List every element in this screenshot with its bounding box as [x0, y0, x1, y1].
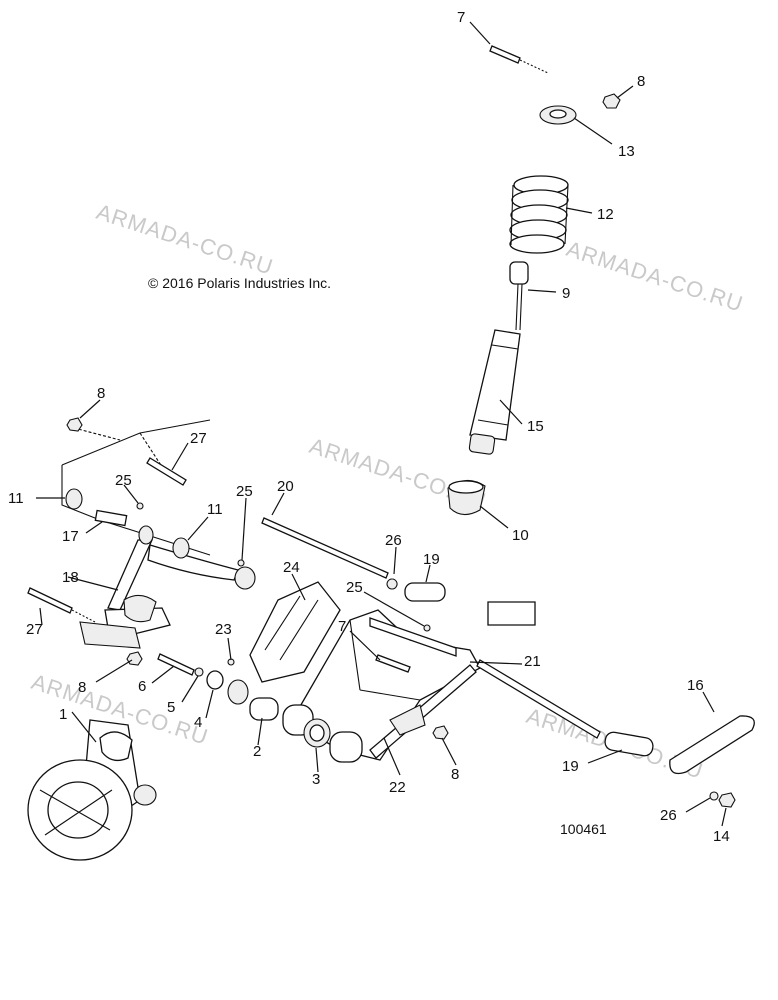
- callout-label: 13: [618, 143, 635, 160]
- control-arm-bushing: [65, 488, 83, 510]
- control-arm-bushing: [172, 537, 190, 559]
- cross-shaft: [369, 582, 654, 757]
- axle-shaft: [476, 659, 601, 739]
- leader-lines: [36, 21, 727, 827]
- figure-number: 100461: [560, 821, 607, 837]
- arm-bolt: [27, 587, 73, 614]
- callout-label: 9: [562, 285, 570, 302]
- arm-bolt: [146, 457, 187, 486]
- callout-label: 27: [190, 430, 207, 447]
- callout-label: 2: [253, 743, 261, 760]
- callout-label: 22: [389, 779, 406, 796]
- pivot-washer: [206, 670, 224, 690]
- mount-bracket: [669, 715, 755, 775]
- watermark: ARMADA-CO.RU: [563, 236, 746, 317]
- shock-bolt: [489, 45, 521, 64]
- upper-control-arm: [27, 417, 256, 666]
- callout-label: 11: [207, 501, 223, 518]
- watermark: ARMADA-CO.RU: [93, 199, 276, 280]
- callout-label: 21: [524, 653, 541, 670]
- callout-label: 4: [194, 714, 202, 731]
- callout-label: 25: [236, 483, 253, 500]
- callout-label: 8: [637, 73, 645, 90]
- callout-label: 11: [8, 490, 24, 507]
- wheel-hub: [27, 719, 157, 861]
- callout-label: 5: [167, 699, 175, 716]
- callout-label: 6: [138, 678, 146, 695]
- rod-washer: [386, 578, 398, 590]
- callout-label: 10: [512, 527, 529, 544]
- grease-fitting: [237, 559, 245, 567]
- callout-label: 7: [338, 618, 346, 635]
- callout-label: 8: [97, 385, 105, 402]
- callout-label: 14: [713, 828, 730, 845]
- arm-nut: [432, 725, 449, 740]
- arm-nut: [126, 651, 143, 666]
- callout-label: 17: [62, 528, 79, 545]
- callout-label: 24: [283, 559, 300, 576]
- callout-label: 26: [385, 532, 402, 549]
- callout-label: 8: [78, 679, 86, 696]
- pivot-bolt: [375, 654, 411, 673]
- pivot-washer: [194, 667, 204, 677]
- arm-cover: [249, 581, 341, 683]
- callout-label: 20: [277, 478, 294, 495]
- callout-label: 7: [457, 9, 465, 26]
- pivot-tube: [369, 617, 457, 657]
- callout-label: 1: [59, 706, 67, 723]
- pivot-sleeve: [249, 697, 279, 721]
- arm-nut: [66, 417, 83, 432]
- callout-label: 25: [346, 579, 363, 596]
- coil-spring: [509, 175, 569, 254]
- pivot-bolt: [157, 653, 195, 676]
- copyright-notice: © 2016 Polaris Industries Inc.: [148, 275, 331, 291]
- callout-label: 16: [687, 677, 704, 694]
- callout-label: 3: [312, 771, 320, 788]
- grease-fitting: [136, 502, 144, 510]
- callout-label: 27: [26, 621, 43, 638]
- bracket-nut: [718, 792, 736, 808]
- callout-label: 8: [451, 766, 459, 783]
- bushing-sleeve: [404, 582, 446, 602]
- callout-labels: 7 8 13 12 9 15 10 8 27 25 11 11 25 20 17…: [8, 9, 730, 845]
- callout-label: 19: [423, 551, 440, 568]
- bracket-plate: [487, 601, 536, 626]
- shock-eyelet: [509, 261, 529, 285]
- callout-label: 12: [597, 206, 614, 223]
- drop-link: [369, 664, 477, 759]
- shock-assembly: [447, 45, 621, 516]
- bushing-sleeve: [604, 731, 654, 757]
- pivot-bushing: [227, 679, 249, 705]
- grease-fitting: [423, 624, 431, 632]
- shock-body: [469, 329, 521, 441]
- bracket-washer: [709, 791, 719, 801]
- callout-label: 19: [562, 758, 579, 775]
- shock-nut: [602, 93, 621, 109]
- callout-label: 25: [115, 472, 132, 489]
- callout-label: 23: [215, 621, 232, 638]
- through-rod: [261, 517, 389, 579]
- callout-label: 15: [527, 418, 544, 435]
- callout-label: 26: [660, 807, 677, 824]
- callout-label: 18: [62, 569, 79, 586]
